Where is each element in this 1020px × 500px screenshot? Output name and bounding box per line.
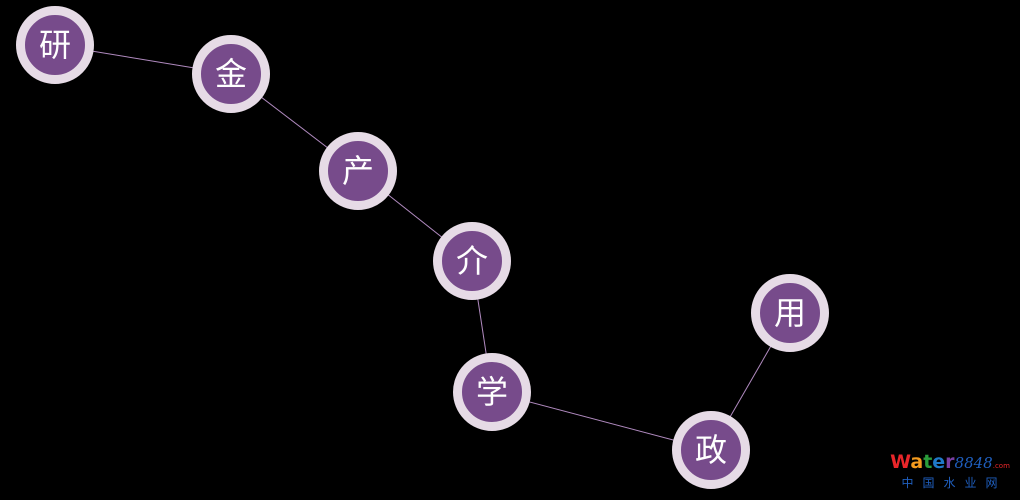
node-xue[interactable]: 学 [453, 353, 531, 431]
water8848-watermark: Water8848.com 中国水业网 [890, 452, 1010, 490]
node-chan[interactable]: 产 [319, 132, 397, 210]
watermark-suffix: .com [992, 462, 1010, 470]
node-jie[interactable]: 介 [433, 222, 511, 300]
node-jin[interactable]: 金 [192, 35, 270, 113]
node-yong[interactable]: 用 [751, 274, 829, 352]
watermark-letter: r [945, 451, 955, 473]
watermark-number: 8848 [954, 454, 993, 472]
node-yan[interactable]: 研 [16, 6, 94, 84]
watermark-subtitle: 中国水业网 [901, 476, 1007, 490]
watermark-letter: e [932, 451, 946, 473]
watermark-brand: Water8848.com [890, 452, 1010, 476]
watermark-letter: W [890, 451, 911, 473]
node-zheng[interactable]: 政 [672, 411, 750, 489]
watermark-letter: t [923, 451, 933, 473]
watermark-letter: a [910, 451, 924, 473]
